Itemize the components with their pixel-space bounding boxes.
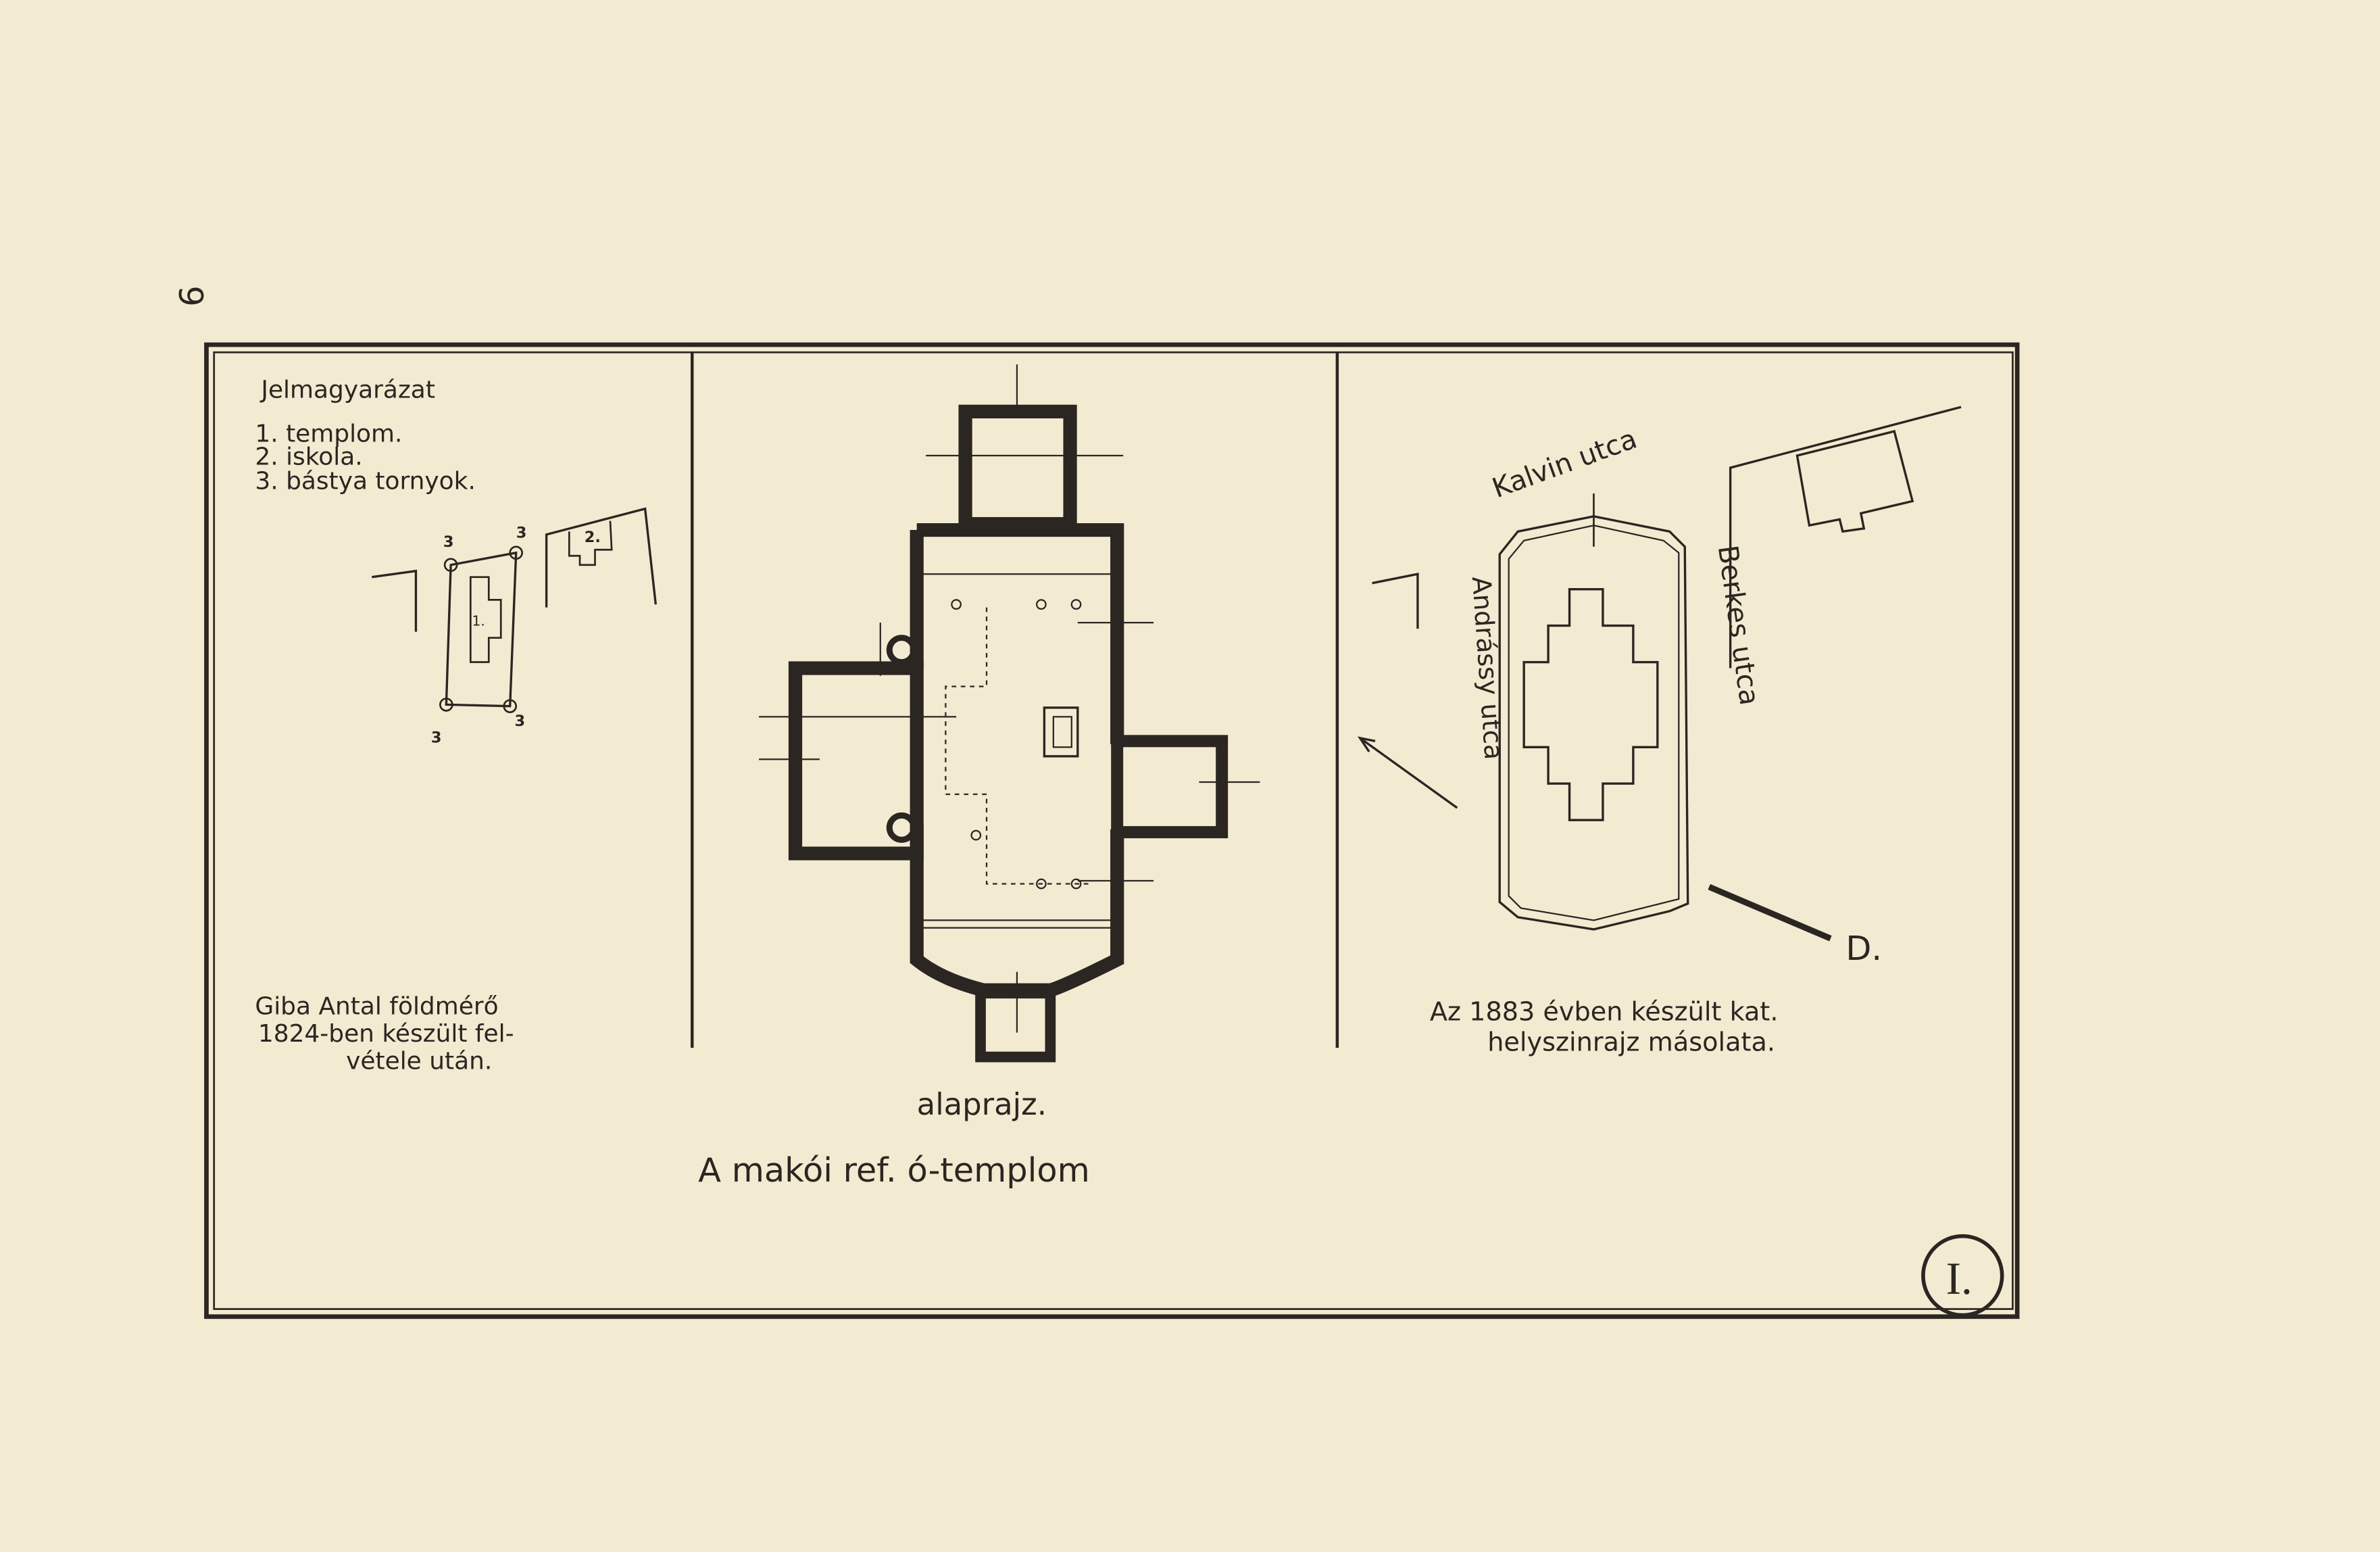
map-label-church: 1.	[472, 613, 485, 629]
plate-number-badge: I.	[1921, 1234, 2004, 1317]
caption-line: helyszinrajz másolata.	[1487, 1028, 1775, 1058]
caption-line: Az 1883 évben készült kat.	[1430, 998, 1779, 1027]
direction-label: D.	[1845, 929, 1882, 968]
plate-title: A makói ref. ó-templom	[698, 1150, 1090, 1190]
map-label-tower: 3	[516, 524, 527, 541]
map-label-tower: 3	[443, 533, 454, 551]
plan-subtitle: alaprajz.	[917, 1086, 1047, 1122]
old-site-map: 1. 2. 3 3 3 3	[372, 507, 658, 747]
frame	[204, 342, 2020, 1319]
left-caption: Giba Antal földmérő 1824-ben készült fel…	[255, 993, 514, 1075]
legend-item-2: 2. iskola.	[255, 443, 362, 470]
legend-item-1: 1. templom.	[255, 420, 402, 448]
map-label-tower: 3	[431, 729, 442, 747]
map-label-school: 2.	[585, 529, 601, 546]
legend-item-3: 3. bástya tornyok.	[255, 467, 476, 495]
caption-line: 1824-ben készült fel-	[258, 1020, 514, 1048]
map-label-tower: 3	[514, 712, 525, 730]
legend-title: Jelmagyarázat	[259, 377, 435, 404]
caption-line: Giba Antal földmérő	[255, 993, 498, 1021]
legend: Jelmagyarázat 1. templom. 2. iskola. 3. …	[255, 377, 476, 495]
caption-line: vétele után.	[346, 1048, 492, 1075]
page-number: 9	[171, 285, 210, 306]
site-map	[1357, 406, 1962, 942]
church-floor-plan	[759, 364, 1260, 1063]
plate-number: I.	[1946, 1253, 1973, 1304]
